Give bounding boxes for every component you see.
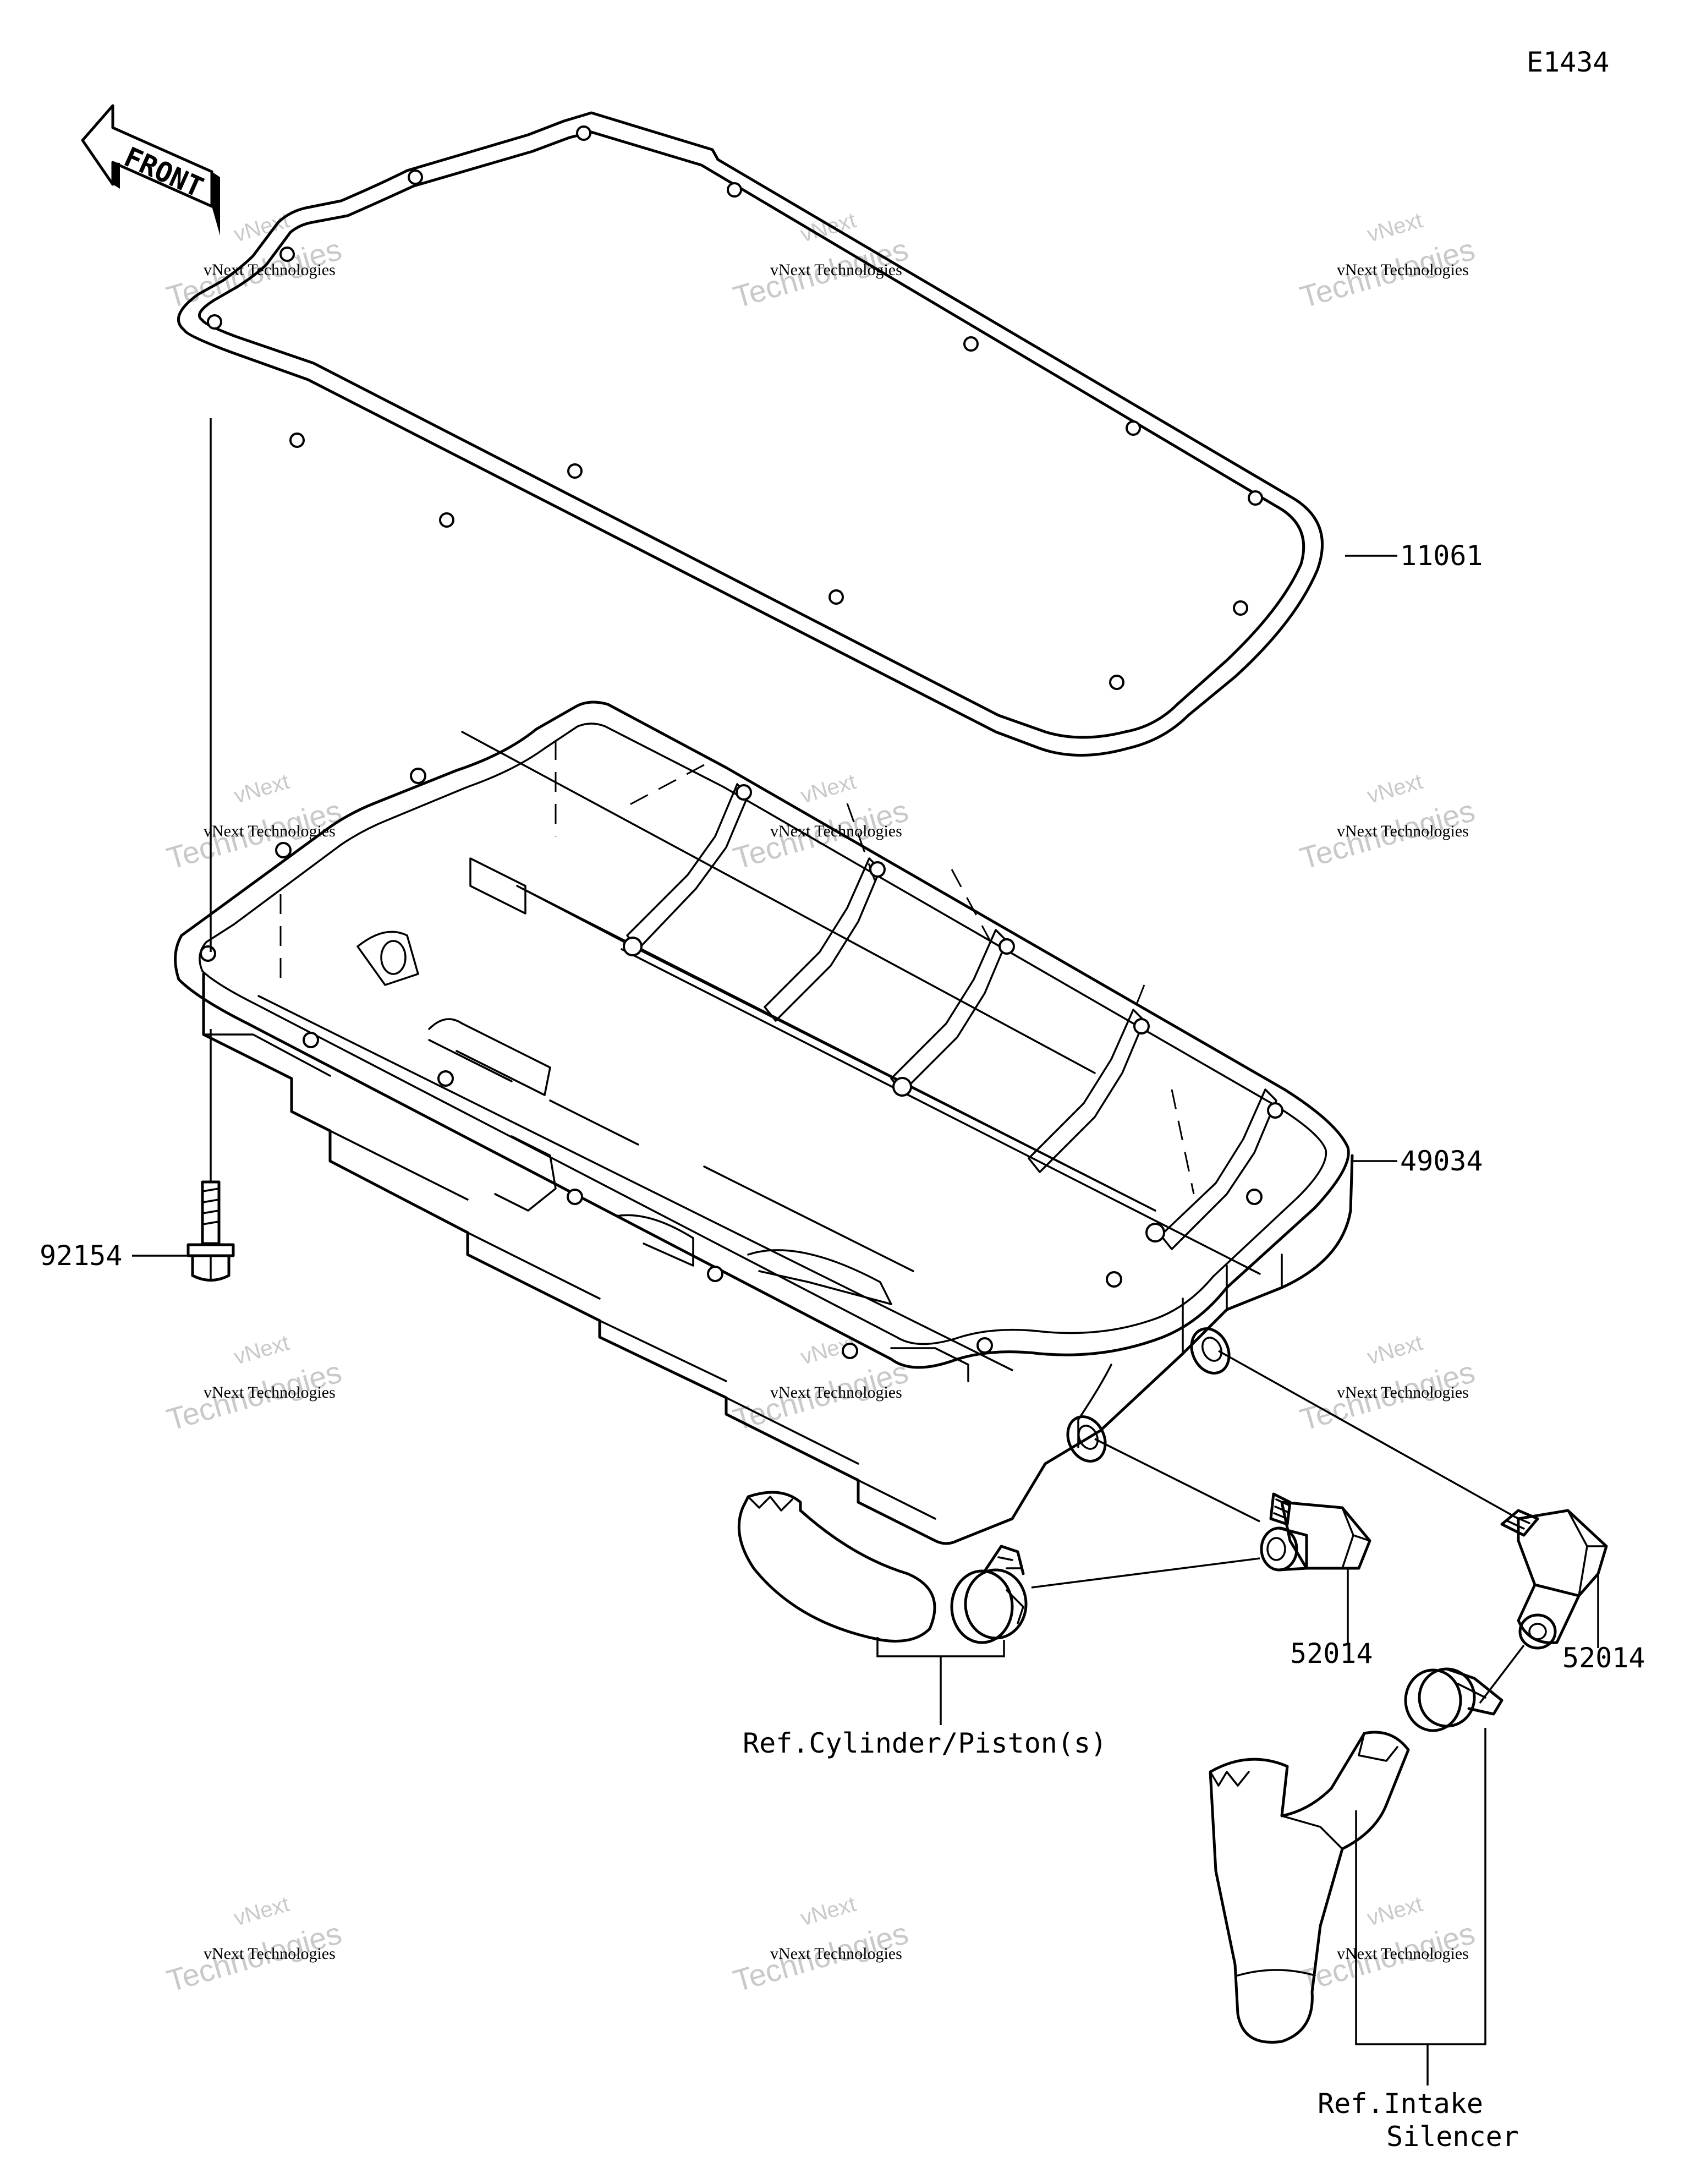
ref-label-intake-line1: Ref.Intake (1318, 2088, 1483, 2120)
watermark: vNext Technologies vNext Technologies (163, 1892, 345, 1998)
part-label-fitting-right: 52014 (1562, 1642, 1645, 1674)
diagram-code: E1434 (1527, 46, 1610, 78)
pan-bolt (186, 418, 235, 1282)
svg-text:vNext Technologies: vNext Technologies (204, 822, 336, 840)
svg-text:vNext: vNext (798, 1892, 858, 1930)
part-label-oil-pan: 49034 (1400, 1145, 1483, 1177)
svg-text:vNext Technologies: vNext Technologies (204, 1945, 336, 1963)
watermark: vNext Technologies vNext Technologies (163, 208, 345, 314)
intake-silencer-pipe (1209, 1731, 1410, 2044)
fitting-right (1500, 1509, 1608, 1650)
svg-text:vNext: vNext (1364, 1331, 1425, 1369)
breather-hose (737, 1491, 936, 1643)
oil-pan (174, 700, 1354, 1545)
hose-clamp-left (950, 1545, 1028, 1644)
ref-label-intake-line2: Silencer (1386, 2121, 1519, 2153)
svg-text:vNext: vNext (231, 769, 292, 808)
part-label-fitting-left: 52014 (1290, 1638, 1373, 1670)
svg-text:vNext: vNext (1364, 1892, 1425, 1930)
watermark: vNext Technologies vNext Technologies (729, 1331, 912, 1437)
svg-text:vNext Technologies: vNext Technologies (1337, 1383, 1469, 1402)
svg-text:vNext Technologies: vNext Technologies (1337, 261, 1469, 279)
leader-lines (132, 555, 1599, 2086)
svg-text:vNext: vNext (1364, 208, 1425, 247)
svg-text:vNext Technologies: vNext Technologies (204, 261, 336, 279)
svg-text:vNext Technologies: vNext Technologies (770, 1945, 902, 1963)
svg-text:vNext Technologies: vNext Technologies (1337, 1945, 1469, 1963)
svg-text:vNext: vNext (1364, 769, 1425, 808)
fitting-left (1260, 1492, 1371, 1572)
svg-text:vNext: vNext (798, 769, 858, 808)
svg-text:vNext Technologies: vNext Technologies (204, 1383, 336, 1402)
watermark: vNext Technologies vNext Technologies (1296, 1331, 1479, 1437)
hose-clamp-right (1404, 1667, 1504, 1732)
watermark: vNext Technologies vNext Technologies (1296, 769, 1479, 875)
ref-label-cylinder: Ref.Cylinder/Piston(s) (743, 1727, 1107, 1759)
part-label-bolt: 92154 (40, 1240, 123, 1272)
watermark: vNext Technologies vNext Technologies (163, 1331, 345, 1437)
front-arrow: FRONT (81, 104, 220, 236)
oil-pan-gasket (177, 111, 1324, 757)
svg-text:vNext Technologies: vNext Technologies (770, 261, 902, 279)
svg-text:vNext: vNext (231, 1892, 292, 1930)
watermark: vNext Technologies vNext Technologies (729, 1892, 912, 1998)
watermark: vNext Technologies vNext Technologies (1296, 1892, 1479, 1998)
svg-text:vNext Technologies: vNext Technologies (770, 1383, 902, 1402)
svg-text:vNext: vNext (231, 1331, 292, 1369)
part-label-gasket: 11061 (1400, 540, 1483, 572)
watermark: vNext Technologies vNext Technologies (1296, 208, 1479, 314)
svg-text:vNext Technologies: vNext Technologies (1337, 822, 1469, 840)
watermark: vNext Technologies vNext Technologies (729, 208, 912, 314)
watermark: vNext Technologies vNext Technologies (163, 769, 345, 875)
